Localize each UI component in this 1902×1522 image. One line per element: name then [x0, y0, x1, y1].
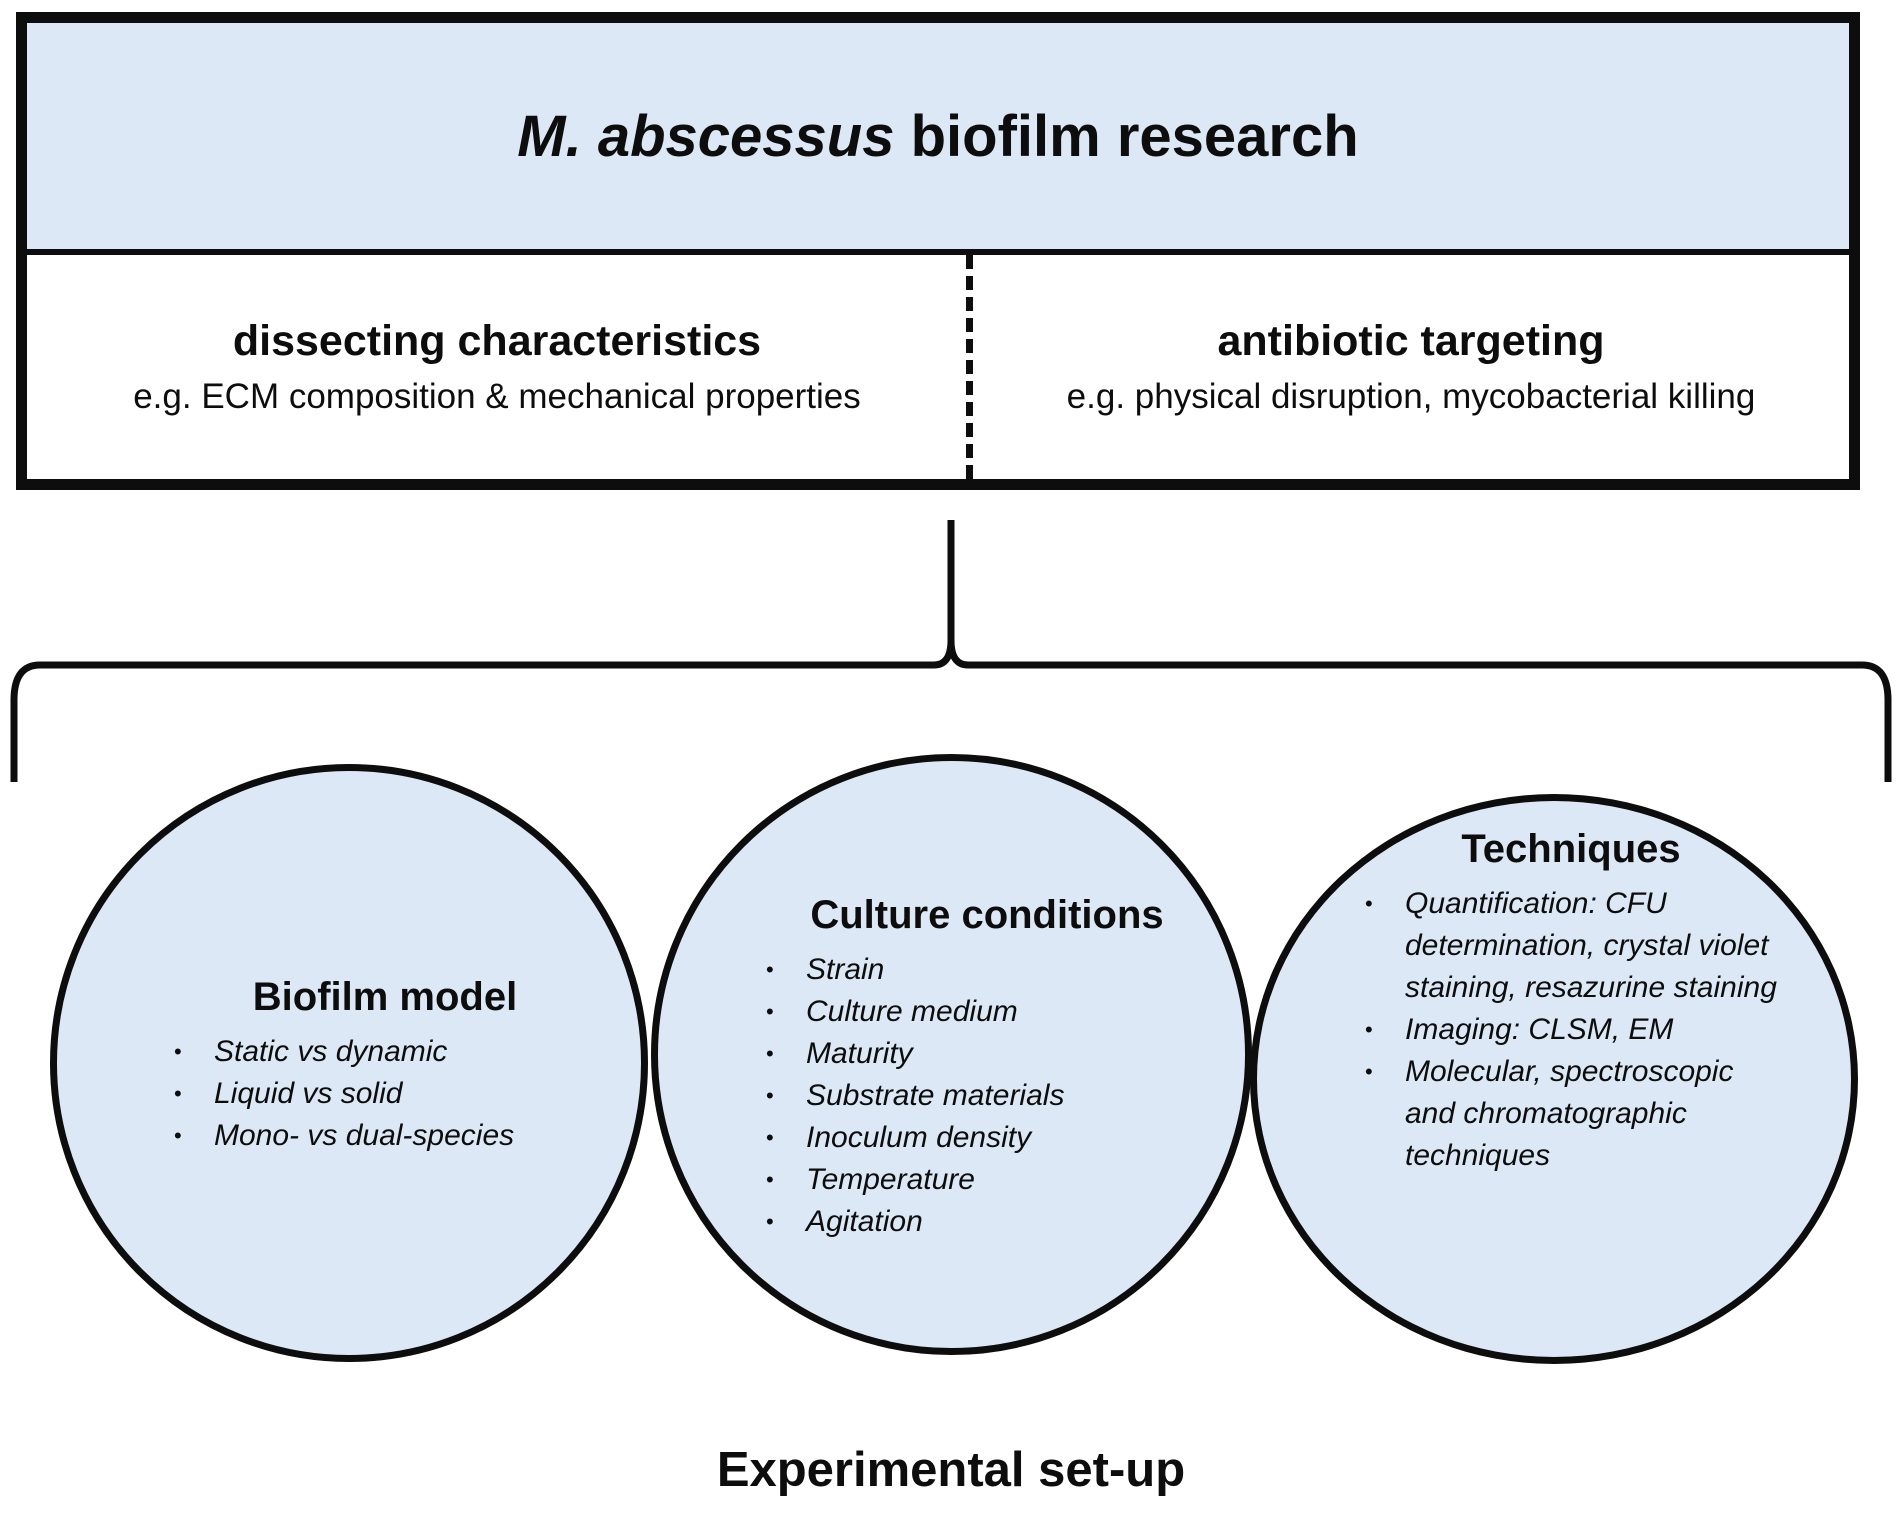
list-item: Molecular, spectroscopic and chromatogra…: [1361, 1051, 1781, 1177]
right-panel-subtitle: e.g. physical disruption, mycobacterial …: [1066, 376, 1756, 416]
culture-conditions-list: Strain Culture medium Maturity Substrate…: [762, 949, 1212, 1243]
research-box: M. abscessus biofilm research dissecting…: [16, 12, 1860, 490]
list-item: Agitation: [762, 1201, 1212, 1243]
list-item: Quantification: CFU determination, cryst…: [1361, 883, 1781, 1009]
right-panel-title: antibiotic targeting: [1217, 317, 1605, 366]
list-item: Culture medium: [762, 991, 1212, 1033]
title-band: M. abscessus biofilm research: [27, 23, 1849, 255]
culture-conditions-title: Culture conditions: [810, 893, 1164, 937]
list-item: Substrate materials: [762, 1075, 1212, 1117]
brace-path: [10, 520, 1892, 782]
list-item: Mono- vs dual-species: [170, 1115, 600, 1157]
dashed-divider: [966, 255, 973, 479]
list-item: Static vs dynamic: [170, 1031, 600, 1073]
list-item: Imaging: CLSM, EM: [1361, 1009, 1781, 1051]
list-item: Inoculum density: [762, 1117, 1212, 1159]
left-panel-title: dissecting characteristics: [232, 317, 762, 366]
circle-techniques: Techniques Quantification: CFU determina…: [1250, 794, 1858, 1364]
list-item: Liquid vs solid: [170, 1073, 600, 1115]
list-item: Temperature: [762, 1159, 1212, 1201]
title-rest: biofilm research: [910, 103, 1359, 169]
circle-culture-conditions: Culture conditions Strain Culture medium…: [651, 754, 1252, 1355]
footer-title: Experimental set-up: [716, 1443, 1186, 1497]
list-item: Maturity: [762, 1033, 1212, 1075]
title-organism: M. abscessus: [517, 103, 895, 169]
diagram-title: M. abscessus biofilm research: [517, 103, 1358, 170]
techniques-title: Techniques: [1461, 827, 1681, 871]
left-panel: dissecting characteristics e.g. ECM comp…: [27, 255, 967, 479]
circle-biofilm-model: Biofilm model Static vs dynamic Liquid v…: [50, 764, 648, 1362]
list-item: Strain: [762, 949, 1212, 991]
biofilm-model-list: Static vs dynamic Liquid vs solid Mono- …: [170, 1031, 600, 1157]
techniques-list: Quantification: CFU determination, cryst…: [1361, 883, 1781, 1177]
right-panel: antibiotic targeting e.g. physical disru…: [973, 255, 1849, 479]
biofilm-model-title: Biofilm model: [252, 975, 518, 1019]
left-panel-subtitle: e.g. ECM composition & mechanical proper…: [133, 376, 861, 416]
